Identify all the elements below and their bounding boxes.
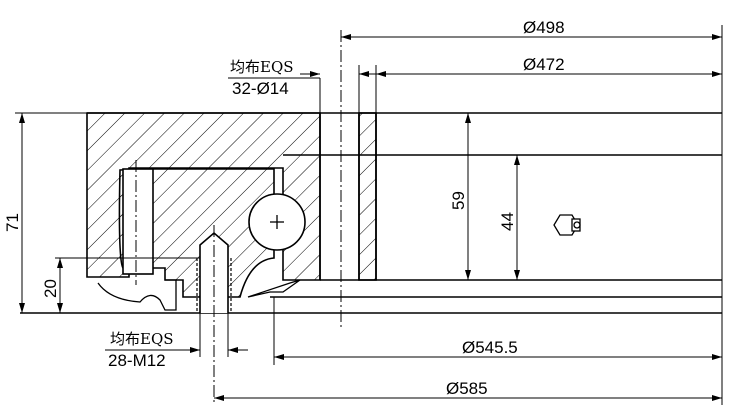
dim-d472: Ø472 xyxy=(523,55,565,74)
gear-tooth-lip xyxy=(247,279,301,298)
dim-d585: Ø585 xyxy=(446,379,488,398)
dim-height-59: 59 xyxy=(449,191,468,210)
dim-height-71: 71 xyxy=(3,213,22,232)
dim-d545: Ø545.5 xyxy=(462,338,518,357)
inner-ring-channel xyxy=(122,168,154,275)
dim-d498: Ø498 xyxy=(523,18,565,37)
top-hole-spec: 32-Ø14 xyxy=(232,79,289,98)
bottom-hole-spec: 28-M12 xyxy=(108,351,166,370)
grease-nipple-icon xyxy=(553,214,581,236)
outer-ring-bore-hatch xyxy=(358,112,377,281)
dim-height-44: 44 xyxy=(498,212,517,231)
dim-height-20: 20 xyxy=(41,279,60,298)
bottom-hole-note: 均布EQS xyxy=(110,330,174,348)
top-hole-note: 均布EQS xyxy=(230,58,294,76)
seal-profile xyxy=(97,279,177,311)
